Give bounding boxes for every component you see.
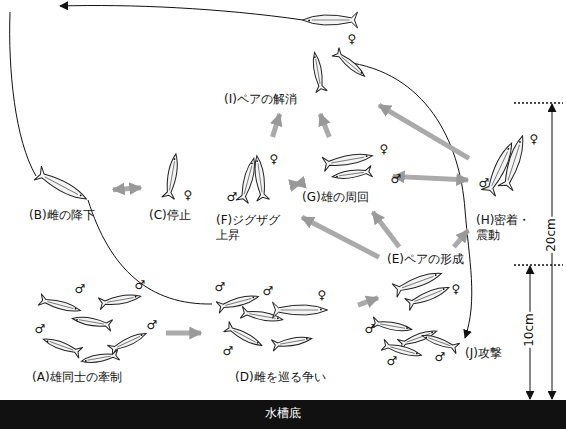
fish (309, 51, 327, 92)
stage-label: (B)雌の降下 (29, 208, 95, 224)
male-symbol: ♂ (364, 323, 377, 336)
dimension-label: 10cm (523, 312, 536, 348)
female-symbol: ♀ (379, 143, 390, 156)
stage-region: (A)雄同士の牽制 (28, 278, 163, 388)
fish (271, 333, 312, 351)
stage-label: (A)雄同士の牽制 (32, 370, 122, 386)
male-symbol: ♂ (478, 177, 491, 190)
stage-region: (G)雄の周回 (298, 140, 390, 208)
fish (162, 153, 183, 200)
stage-region: (D)雌を巡る争い (205, 278, 355, 388)
transition-arrow (373, 212, 399, 247)
transition-arrow (454, 230, 468, 247)
male-symbol: ♂ (262, 285, 275, 298)
stage-label: (E)ペアの形成 (387, 252, 464, 268)
male-symbol: ♂ (134, 279, 147, 292)
transition-arrow (273, 114, 280, 137)
fish (250, 155, 269, 201)
male-symbol: ♂ (214, 281, 227, 294)
height-mark (514, 264, 563, 266)
fish (371, 317, 412, 335)
stage-label: (F)ジグザグ 上昇 (216, 213, 294, 244)
trajectory (10, 12, 36, 176)
transition-arrow (302, 217, 379, 257)
tank-bottom (0, 400, 566, 429)
male-symbol: ♂ (390, 173, 403, 186)
transition-arrow (320, 114, 329, 137)
height-mark (514, 102, 563, 104)
fish (420, 330, 459, 353)
female-symbol: ♀ (269, 153, 280, 166)
stage-region: (F)ジグザグ 上昇 (212, 140, 298, 246)
male-symbol: ♂ (386, 355, 399, 368)
fish (332, 48, 368, 81)
fish (405, 282, 452, 311)
female-symbol: ♀ (347, 33, 358, 46)
female-symbol: ♀ (529, 133, 540, 146)
fish (498, 133, 530, 190)
transition-arrow (166, 331, 201, 336)
stage-region: (E)ペアの形成 (382, 250, 468, 312)
female-symbol: ♀ (451, 283, 462, 296)
fish (322, 149, 374, 172)
trajectory (60, 6, 303, 20)
stage-label: (G)雄の周回 (302, 190, 369, 206)
fish (331, 166, 372, 183)
stage-region: (B)雌の降下 (25, 160, 110, 226)
ground-label: 水槽底 (264, 407, 302, 420)
fish (71, 313, 112, 331)
fish (80, 349, 119, 366)
transition-arrow (113, 188, 141, 190)
stage-label: (H)密着・ 震動 (476, 213, 542, 244)
fish (107, 328, 148, 355)
transition-arrow (294, 183, 301, 184)
male-symbol: ♂ (434, 351, 447, 364)
male-symbol: ♂ (226, 191, 239, 204)
trajectory (88, 200, 212, 304)
stage-label: (J)攻撃 (465, 346, 502, 362)
female-symbol: ♀ (183, 189, 194, 202)
male-symbol: ♂ (146, 319, 159, 332)
transition-arrow (379, 105, 469, 158)
fish (303, 12, 358, 28)
male-symbol: ♂ (34, 323, 47, 336)
stage-label: (C)停止 (149, 208, 191, 224)
female-symbol: ♀ (317, 289, 328, 302)
transition-arrow (393, 176, 468, 180)
fish (41, 334, 83, 359)
stage-label: (I)ペアの解消 (224, 92, 297, 108)
male-symbol: ♂ (222, 345, 235, 358)
fish (34, 166, 90, 206)
fish (38, 294, 82, 317)
fish (98, 290, 141, 309)
stage-region: (I)ペアの解消 (220, 4, 375, 110)
stage-region: (C)停止 (145, 145, 200, 226)
dimension-label: 20cm (545, 217, 558, 253)
male-symbol: ♂ (74, 283, 87, 296)
fish (273, 302, 328, 318)
stage-label: (D)雌を巡る争い (235, 370, 326, 386)
transition-arrow (358, 298, 378, 305)
